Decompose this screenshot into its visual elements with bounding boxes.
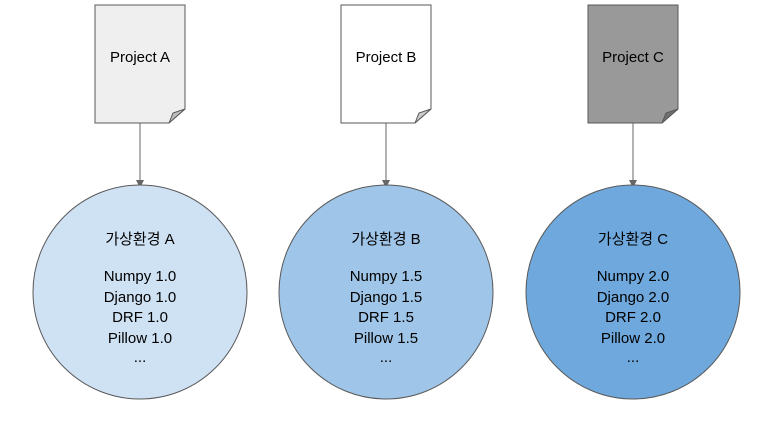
project-c-group: Project C 가상환경 C Numpy 2.0 Django 2.0 DR… (525, 4, 741, 400)
project-c-label: Project C (602, 49, 664, 66)
env-a-circle (32, 184, 248, 400)
env-c-package-ellipsis: ... (627, 349, 640, 366)
project-a-label: Project A (110, 49, 170, 66)
env-a-package-ellipsis: ... (134, 349, 147, 366)
env-b-package-ellipsis: ... (380, 349, 393, 366)
env-c-circle (525, 184, 741, 400)
env-b-package: DRF 1.5 (358, 309, 414, 326)
env-b-package: Pillow 1.5 (354, 330, 418, 347)
env-a-package: Pillow 1.0 (108, 330, 172, 347)
env-b-circle (278, 184, 494, 400)
env-c-package: Django 2.0 (597, 289, 670, 306)
env-a-package: Numpy 1.0 (104, 268, 177, 285)
project-b-group: Project B 가상환경 B Numpy 1.5 Django 1.5 DR… (278, 4, 494, 400)
project-b-document-fold (414, 108, 432, 124)
env-b-title: 가상환경 B (351, 231, 420, 248)
env-c-package: Numpy 2.0 (597, 268, 670, 285)
env-a-title: 가상환경 A (105, 231, 174, 248)
project-b-label: Project B (356, 49, 417, 66)
env-b-package: Django 1.5 (350, 289, 423, 306)
env-c-package: Pillow 2.0 (601, 330, 665, 347)
project-a-group: Project A 가상환경 A Numpy 1.0 Django 1.0 DR… (32, 4, 248, 400)
env-a-package: DRF 1.0 (112, 309, 168, 326)
project-c-document-fold (661, 108, 679, 124)
env-c-title: 가상환경 C (598, 231, 668, 248)
env-c-package: DRF 2.0 (605, 309, 661, 326)
env-a-package: Django 1.0 (104, 289, 177, 306)
env-b-package: Numpy 1.5 (350, 268, 423, 285)
project-a-document-fold (168, 108, 186, 124)
